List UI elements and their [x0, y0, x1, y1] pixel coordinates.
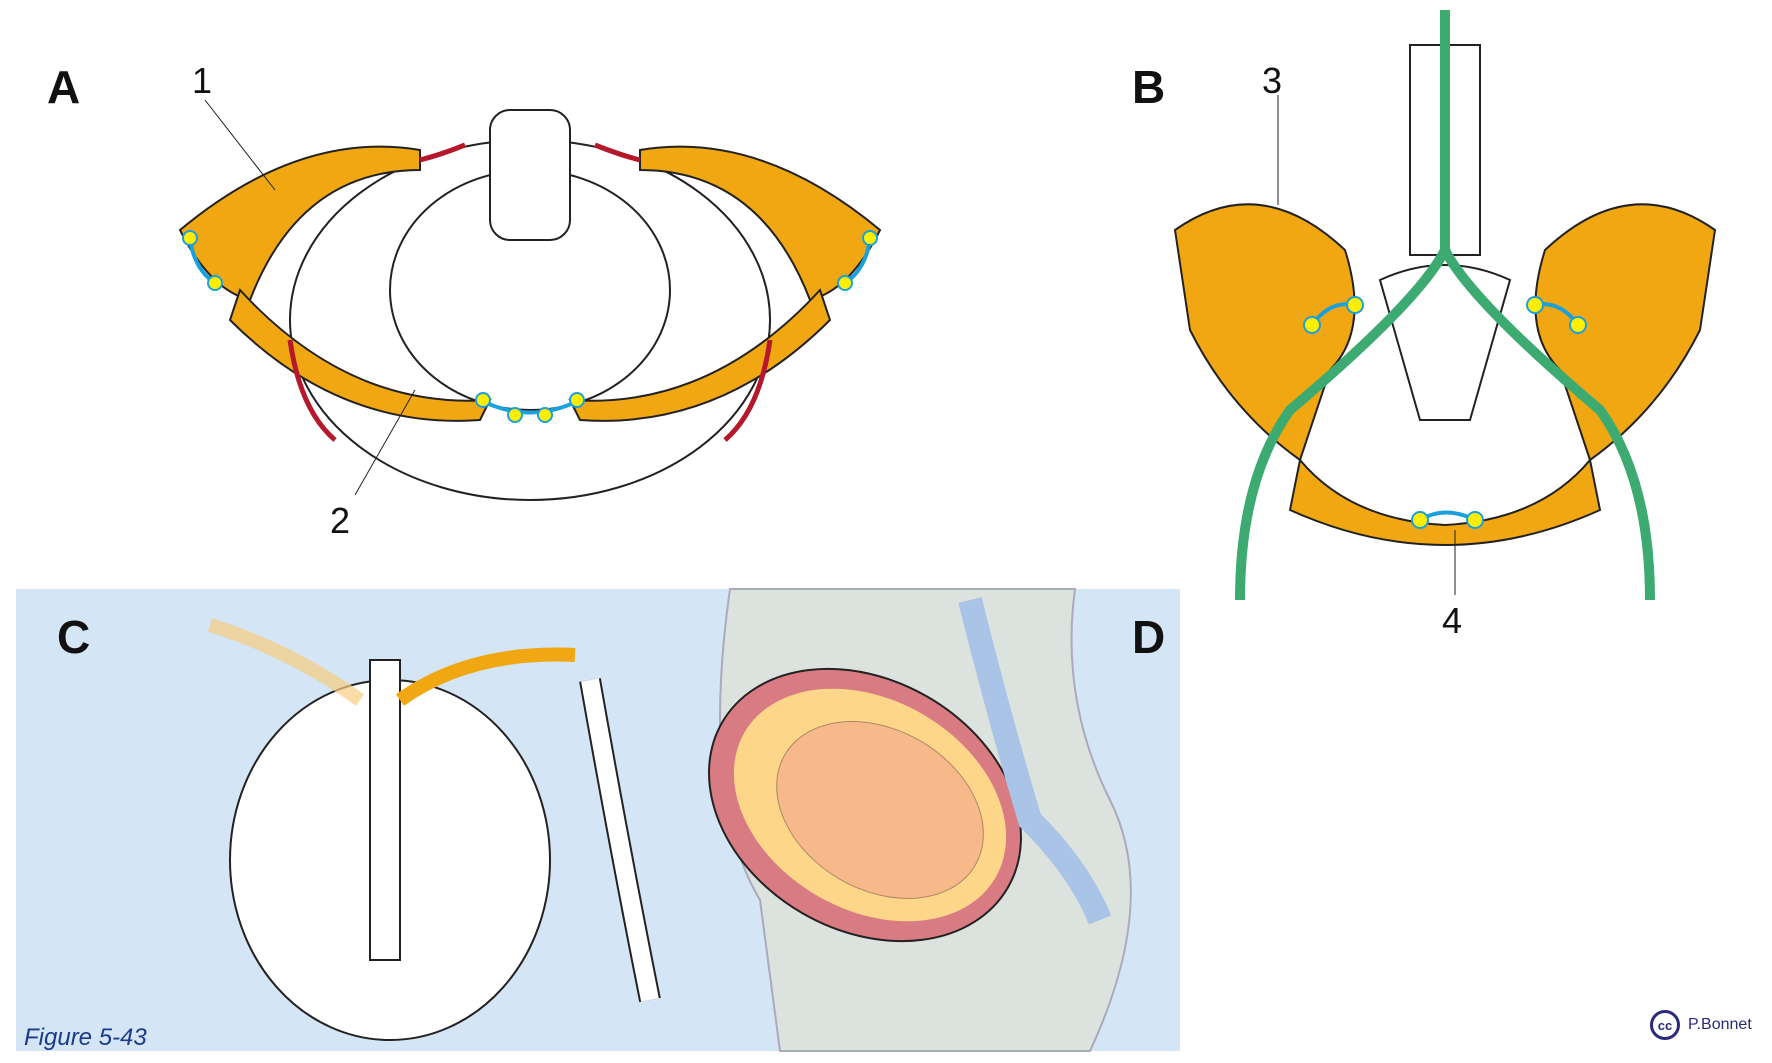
panel-label-b: B	[1132, 61, 1166, 113]
callout-4: 4	[1442, 600, 1463, 641]
right-ilium	[1534, 203, 1717, 462]
credit-author: P.Bonnet	[1688, 1016, 1752, 1033]
figure-caption: Figure 5-43	[24, 1024, 147, 1051]
callout-1: 1	[192, 60, 213, 101]
panel-label-a: A	[47, 61, 81, 113]
panel-d-illustration	[708, 597, 1112, 943]
left-scapula	[178, 145, 421, 302]
left-ilium	[1173, 203, 1356, 462]
callout-2: 2	[330, 500, 351, 541]
creative-commons-icon: cc	[1650, 1010, 1680, 1040]
credit: cc P.Bonnet	[1650, 1010, 1752, 1040]
right-clavicle-c	[395, 647, 576, 706]
panel-b-illustration	[1173, 10, 1717, 601]
panel-label-d: D	[1132, 611, 1166, 663]
pubis	[1288, 457, 1602, 546]
callout-3: 3	[1262, 60, 1283, 101]
panel-a-illustration	[178, 99, 882, 501]
right-scapula	[639, 145, 882, 302]
panel-c-illustration	[207, 618, 661, 1041]
panel-label-c: C	[57, 611, 91, 663]
